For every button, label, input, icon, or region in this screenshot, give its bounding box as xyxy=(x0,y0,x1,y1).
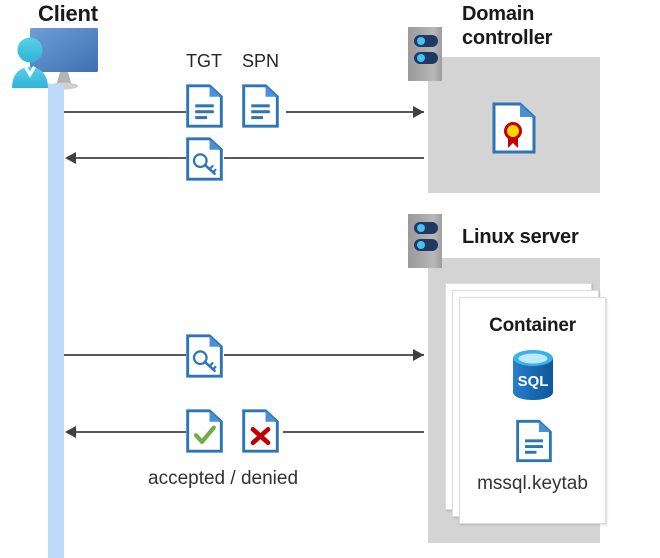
flow-line-dc-to-client-right xyxy=(224,157,424,159)
service-ticket-icon xyxy=(186,136,223,182)
flow-line-linux-to-client-left xyxy=(76,431,186,433)
server-led xyxy=(417,224,425,232)
sql-database-icon: SQL xyxy=(511,348,555,402)
linux-server-title: Linux server xyxy=(462,226,579,248)
user-monitor-icon xyxy=(12,28,98,90)
client-lifeline xyxy=(48,84,64,558)
keytab-file-icon xyxy=(516,419,552,463)
key-document-icon xyxy=(186,334,223,378)
tgt-label: TGT xyxy=(186,51,222,71)
server-bar xyxy=(414,35,438,47)
accepted-icon xyxy=(186,408,223,454)
certificate-icon xyxy=(492,102,536,154)
server-bar xyxy=(414,239,438,251)
domain-controller-server-icon xyxy=(408,27,442,81)
check-document-icon xyxy=(186,409,223,453)
domain-controller-title-line2: controller xyxy=(462,27,553,49)
server-bar xyxy=(414,52,438,64)
text-document-icon xyxy=(242,84,279,128)
keytab-file-label: mssql.keytab xyxy=(477,473,588,494)
certificate-document-icon xyxy=(492,102,536,154)
flow-line-client-to-linux-left xyxy=(64,354,186,356)
arrowhead-left xyxy=(65,426,76,438)
spn-label: SPN xyxy=(242,51,280,71)
server-bar xyxy=(414,222,438,234)
linux-server-icon xyxy=(408,214,442,268)
flow-line-client-to-dc-left xyxy=(64,111,186,113)
container-title: Container xyxy=(489,315,576,336)
container-card-front[interactable]: Container SQL xyxy=(459,297,606,524)
flow-line-linux-to-client-right xyxy=(283,431,424,433)
flow-line-client-to-linux-right xyxy=(224,354,424,356)
sql-database-icon: SQL xyxy=(513,350,553,400)
flow-line-client-to-dc-right xyxy=(286,111,424,113)
flow-line-dc-to-client-left xyxy=(76,157,186,159)
arrowhead-right xyxy=(413,349,424,361)
svg-text:SQL: SQL xyxy=(518,373,549,390)
spn-document-icon xyxy=(242,83,279,129)
accepted-denied-label: accepted / denied xyxy=(148,468,299,489)
denied-icon xyxy=(242,408,279,454)
server-led xyxy=(417,54,425,62)
server-led xyxy=(417,241,425,249)
request-ticket-icon xyxy=(186,333,223,379)
tgt-document-icon xyxy=(186,83,223,129)
text-document-icon xyxy=(186,84,223,128)
arrowhead-right xyxy=(413,106,424,118)
server-led xyxy=(417,37,425,45)
cross-document-icon xyxy=(242,409,279,453)
client-icon xyxy=(8,26,108,92)
arrowhead-left xyxy=(65,152,76,164)
text-document-icon xyxy=(516,419,552,463)
domain-controller-title-line1: Domain xyxy=(462,3,535,25)
client-title: Client xyxy=(38,1,98,26)
key-document-icon xyxy=(186,137,223,181)
